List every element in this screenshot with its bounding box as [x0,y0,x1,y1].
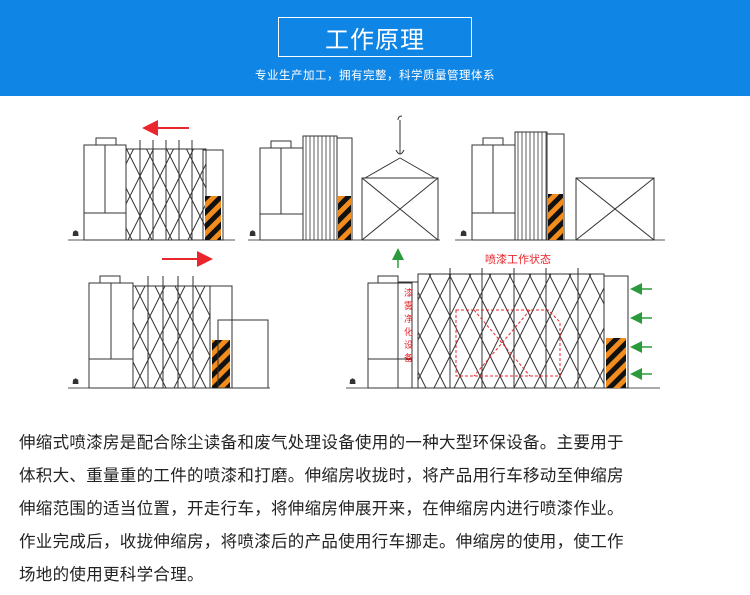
page-subtitle: 专业生产加工，拥有完整，科学质量管理体系 [255,68,495,82]
filter-label-char: 净 [404,313,413,325]
filter-label-char: 化 [404,326,413,338]
filter-equipment-label: 漆 雾 净 化 设 备 [404,287,413,364]
filter-label-char: 雾 [404,301,413,312]
scene-5: ☗ [346,248,660,389]
header-banner: 工作原理 专业生产加工，拥有完整，科学质量管理体系 [0,0,750,96]
description-line: 场地的使用更科学合理。 [19,565,204,584]
svg-text:☗: ☗ [249,229,256,238]
page-title: 工作原理 [278,17,472,57]
svg-text:☗: ☗ [72,229,79,238]
svg-text:☗: ☗ [349,377,356,386]
description: 伸缩式喷漆房是配合除尘读备和废气处理设备使用的一种大型环保设备。主要用于 体积大… [19,426,735,591]
filter-label-char: 备 [404,352,413,364]
description-line: 伸缩范围的适当位置，开走行车，将伸缩房伸展开来，在伸缩房内进行喷漆作业。 [19,499,624,518]
description-line: 体积大、重量重的工件的喷漆和打磨。伸缩房收拢时，将产品用行车移动至伸缩房 [19,466,624,485]
svg-text:☗: ☗ [460,229,467,238]
scene-2: ☗ [248,115,440,241]
scene-1: ☗ [68,120,235,241]
description-line: 作业完成后，收拢伸缩房，将喷漆后的产品使用行车挪走。伸缩房的使用，使工作 [19,532,624,551]
description-line: 伸缩式喷漆房是配合除尘读备和废气处理设备使用的一种大型环保设备。主要用于 [19,433,624,452]
scene-4: ☗ [68,251,270,389]
scene-3: ☗ [455,131,665,241]
svg-text:☗: ☗ [72,377,79,386]
spray-state-label: 喷漆工作状态 [485,252,551,266]
working-principle-diagram: ☗ ☗ ☗ [68,115,665,389]
filter-label-char: 设 [404,340,413,351]
filter-label-char: 漆 [404,287,413,299]
